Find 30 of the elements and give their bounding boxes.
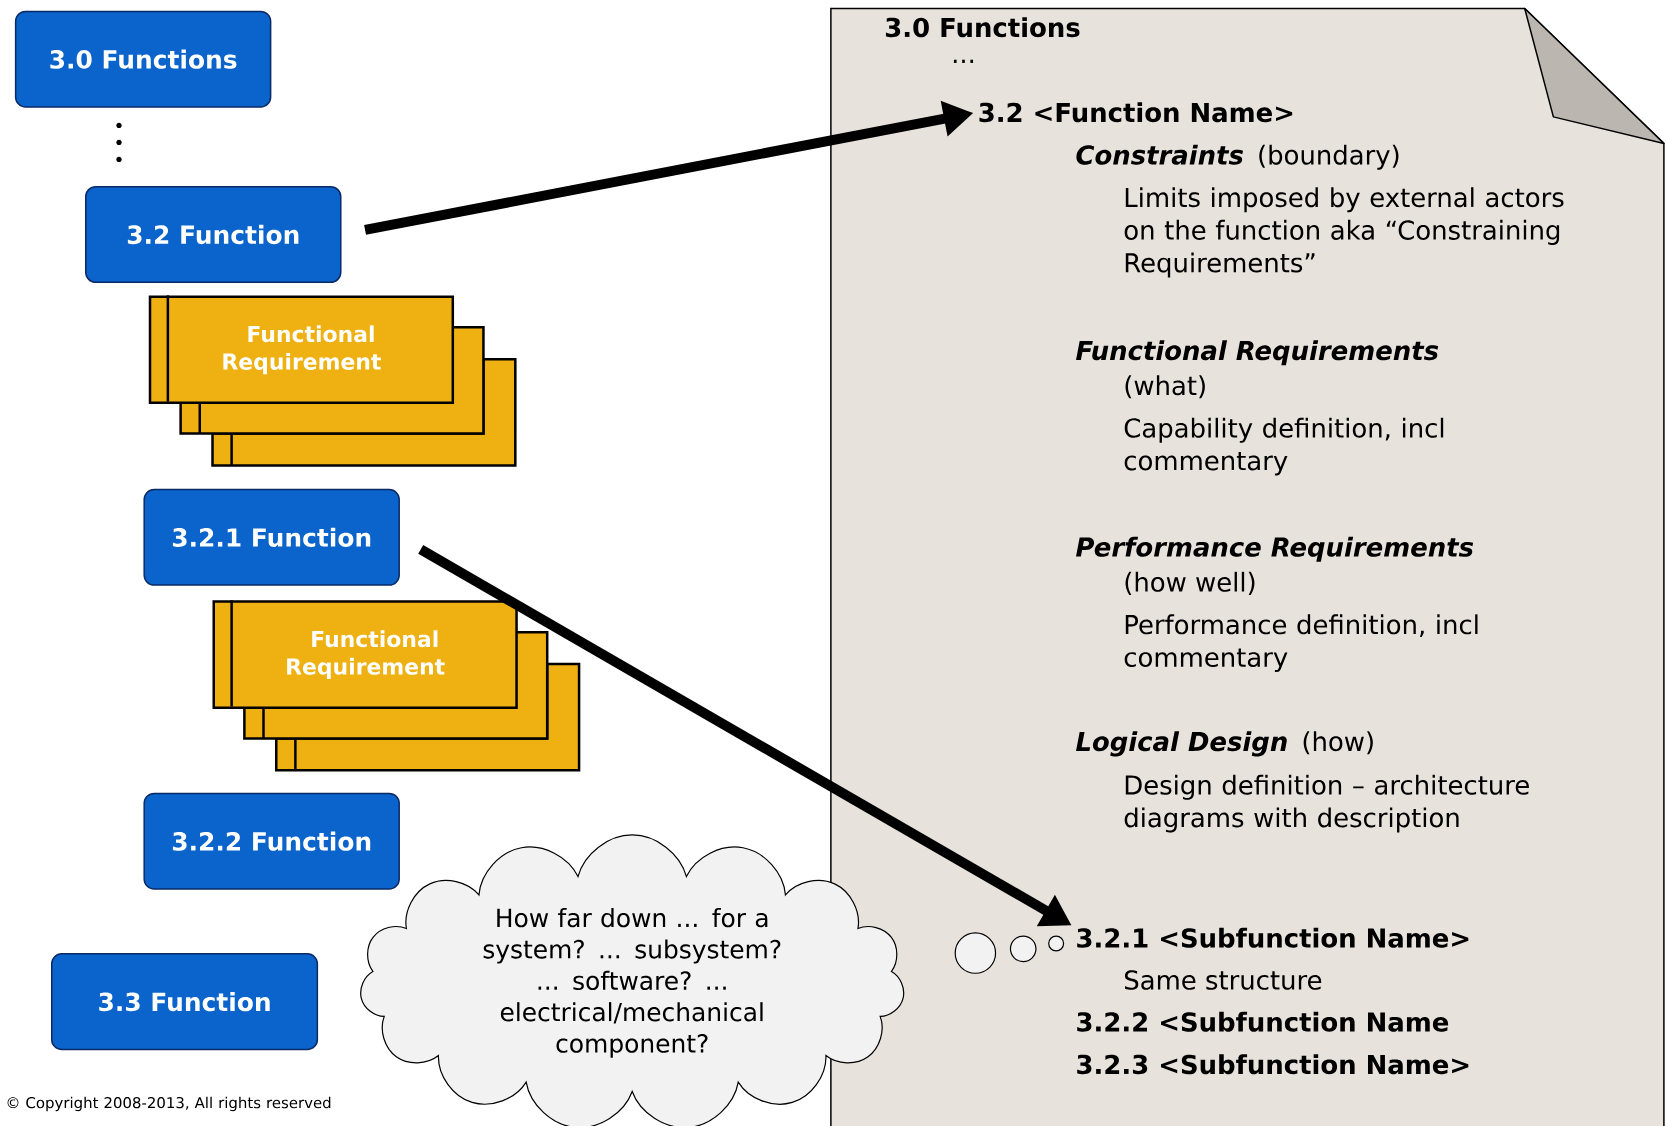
- function-box: 3.2.2 Function: [143, 792, 400, 890]
- heading: 3.2.1 <Subfunction Name>: [1077, 927, 1469, 948]
- requirement-card: Functional Requirement: [148, 295, 455, 404]
- section-heading: Functional Requirements: [1076, 340, 1439, 366]
- requirement-card: [243, 630, 549, 740]
- heading: 3.2.3 <Subfunction Name>: [1077, 1054, 1469, 1075]
- heading: 3.2 <Function Name>: [979, 102, 1293, 123]
- body-text: Limits imposed by external actors on the function aka “Constraining Requirements”: [1124, 187, 1564, 278]
- body-text: ...: [953, 59, 974, 63]
- function-box: 3.2 Function: [85, 185, 342, 283]
- body-text: (boundary): [1259, 144, 1399, 170]
- heading: 3.2.2 <Subfunction Name: [1077, 1011, 1449, 1032]
- body-text: (how well): [1125, 571, 1255, 595]
- heading: 3.0 Functions: [885, 17, 1080, 38]
- body-text: (what): [1125, 375, 1205, 399]
- body-text: Capability definition, incl commentary: [1124, 417, 1444, 476]
- body-text: Performance definition, incl commentary: [1124, 614, 1478, 672]
- requirement-card: [179, 325, 485, 435]
- document-page: [830, 7, 1665, 1126]
- copyright-note: © Copyright 2008-2013, All rights reserved: [7, 1096, 331, 1112]
- requirement-card: Functional Requirement: [212, 600, 518, 709]
- function-box: 3.2.1 Function: [143, 488, 400, 586]
- body-text: Same structure: [1125, 970, 1322, 990]
- body-text: Design definition – architecture diagrams with description: [1124, 774, 1529, 833]
- body-text: (how): [1303, 731, 1373, 755]
- function-box: 3.3 Function: [51, 952, 319, 1051]
- function-box: 3.0 Functions: [14, 10, 272, 108]
- section-heading: Constraints: [1076, 144, 1243, 165]
- section-heading: Performance Requirements: [1076, 536, 1474, 562]
- section-heading: Logical Design: [1076, 731, 1287, 757]
